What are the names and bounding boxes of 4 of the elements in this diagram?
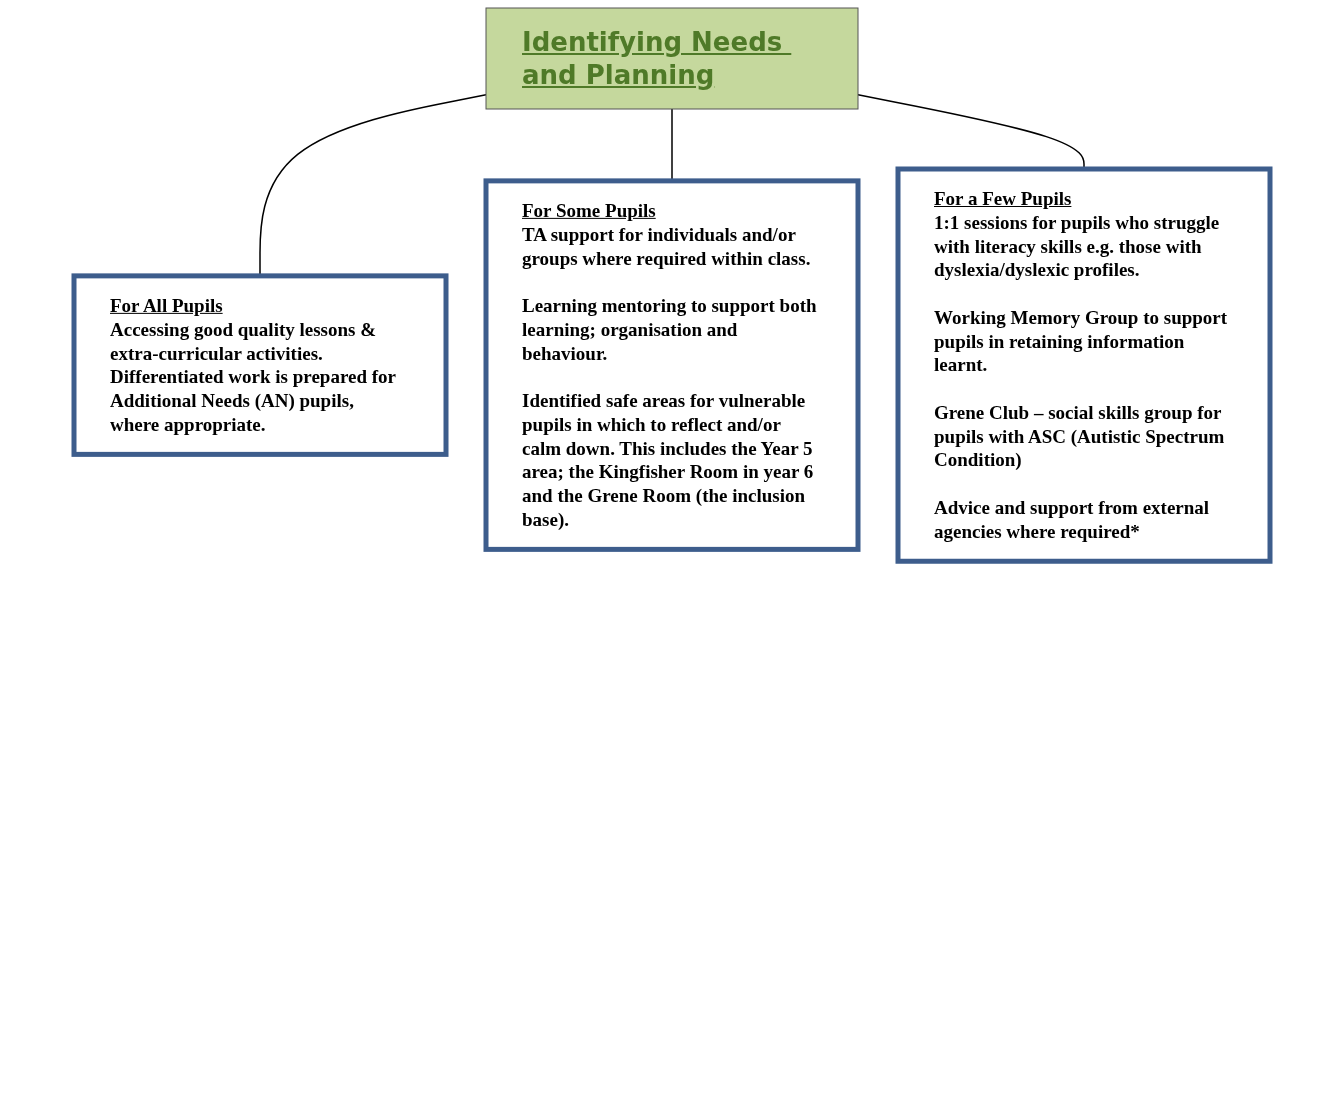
node-box: Identifying Needs and Planning: [485, 7, 858, 110]
node-box: For a Few Pupils 1:1 sessions for pupils who struggle with literacy skills e.g. those with dyslexia/dyslexic profiles. Working Memory Group to support pupils in retaining information learnt. Grene Club – social skills group for pupils with ASC (Autistic Spectrum Condition) Advice and support from external agencies where required*: [895, 166, 1272, 564]
node-box: For All Pupils Accessing good quality lessons & extra-curricular activities. Differentiated work is prepared for Additional Needs (AN) pupils, where appropriate.: [71, 273, 448, 457]
node-box: For Some Pupils TA support for individuals and/or groups where required within class. Learning mentoring to support both learning; organisation and behaviour. Identified safe areas for vulnerable pupils in which to reflect and/or calm down. This includes the Year 5 area; the Kingfisher Room in year 6 and the Grene Room (the inclusion base).: [483, 178, 860, 552]
